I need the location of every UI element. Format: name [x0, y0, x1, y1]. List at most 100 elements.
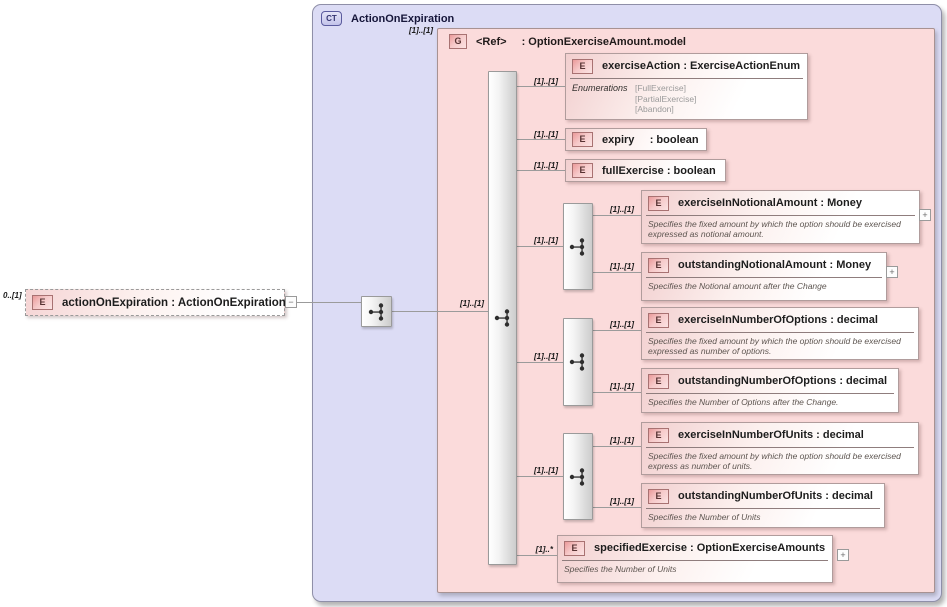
cardinality-options-group: [1]..[1]	[534, 352, 558, 361]
sequence-icon	[569, 353, 585, 371]
element-label: exerciseInNumberOfUnits : decimal	[678, 429, 864, 441]
enumerations-label: Enumerations	[572, 83, 628, 93]
element-fullExercise[interactable]: E fullExercise : boolean	[565, 159, 726, 182]
expand-button-outstandingNotionalAmount[interactable]: +	[886, 266, 898, 278]
cardinality-exerciseAction: [1]..[1]	[534, 77, 558, 86]
element-annotation: Specifies the fixed amount by which the …	[648, 451, 901, 471]
group-badge-icon: G	[449, 34, 467, 49]
element-badge-icon: E	[564, 540, 585, 556]
sequence-icon	[368, 302, 383, 321]
connector-line	[593, 446, 641, 447]
element-outstandingNumberOfUnits[interactable]: E outstandingNumberOfUnits : decimal Spe…	[641, 483, 885, 528]
connector-line	[517, 86, 565, 87]
cardinality-root: 0..[1]	[3, 291, 22, 300]
element-exerciseInNumberOfOptions[interactable]: E exerciseInNumberOfOptions : decimal Sp…	[641, 307, 919, 360]
divider	[646, 277, 882, 278]
enumeration-value: [PartialExercise]	[635, 93, 697, 104]
connector-line	[517, 170, 565, 171]
divider	[646, 393, 894, 394]
cardinality-outstandingNumberOfOptions: [1]..[1]	[610, 382, 634, 391]
element-specifiedExercise[interactable]: E specifiedExercise : OptionExerciseAmou…	[557, 535, 833, 583]
element-badge-icon: E	[648, 312, 669, 328]
connector-line	[593, 330, 641, 331]
complex-type-title: ActionOnExpiration	[351, 12, 455, 25]
cardinality-group-ref: [1]..[1]	[409, 26, 433, 35]
element-badge-icon: E	[32, 295, 53, 310]
element-annotation: Specifies the fixed amount by which the …	[648, 336, 901, 356]
element-badge-icon: E	[648, 195, 669, 211]
connector-line	[593, 215, 641, 216]
connector-line	[593, 392, 641, 393]
cardinality-main-sequence: [1]..[1]	[460, 299, 484, 308]
element-label: exerciseAction : ExerciseActionEnum	[602, 60, 801, 72]
connector-line	[517, 476, 563, 477]
group-ref-header: G <Ref> : OptionExerciseAmount.model	[449, 34, 686, 49]
element-label: expiry : boolean	[602, 133, 699, 146]
connector-line	[593, 507, 641, 508]
divider	[562, 560, 828, 561]
element-label: actionOnExpiration : ActionOnExpiration	[62, 296, 286, 309]
cardinality-exerciseInNumberOfOptions: [1]..[1]	[610, 320, 634, 329]
element-exerciseInNumberOfUnits[interactable]: E exerciseInNumberOfUnits : decimal Spec…	[641, 422, 919, 475]
enumeration-values: [FullExercise] [PartialExercise] [Abando…	[635, 83, 696, 115]
cardinality-exerciseInNotionalAmount: [1]..[1]	[610, 205, 634, 214]
sequence-icon	[569, 467, 585, 486]
sequence-icon	[569, 237, 585, 256]
sequence-bar-options[interactable]	[563, 318, 593, 406]
cardinality-exerciseInNumberOfUnits: [1]..[1]	[610, 436, 634, 445]
cardinality-notional-group: [1]..[1]	[534, 236, 558, 245]
element-label: fullExercise : boolean	[602, 164, 716, 177]
connector-line	[392, 311, 488, 312]
element-annotation: Specifies the Number of Units	[564, 564, 677, 574]
element-label: exerciseInNotionalAmount : Money	[678, 197, 862, 209]
element-expiry[interactable]: E expiry : boolean	[565, 128, 707, 151]
element-actionOnExpiration[interactable]: E actionOnExpiration : ActionOnExpiratio…	[25, 289, 286, 316]
element-badge-icon: E	[648, 427, 669, 443]
group-ref-name: <Ref>	[476, 35, 507, 48]
cardinality-outstandingNotionalAmount: [1]..[1]	[610, 262, 634, 271]
complex-type-header: CT ActionOnExpiration	[321, 11, 454, 26]
element-exerciseInNotionalAmount[interactable]: E exerciseInNotionalAmount : Money Speci…	[641, 190, 920, 244]
element-badge-icon: E	[572, 132, 593, 147]
cardinality-units-group: [1]..[1]	[534, 466, 558, 475]
element-annotation: Specifies the Notional amount after the …	[648, 281, 827, 291]
sequence-bar-main[interactable]	[488, 71, 517, 565]
sequence-bar-notional[interactable]	[563, 203, 593, 290]
connector-line	[297, 302, 361, 303]
enumeration-value: [Abandon]	[635, 104, 674, 114]
connector-line	[593, 272, 641, 273]
sequence-connector-root[interactable]	[361, 296, 392, 327]
element-outstandingNotionalAmount[interactable]: E outstandingNotionalAmount : Money Spec…	[641, 252, 887, 301]
expand-button-exerciseInNotionalAmount[interactable]: +	[919, 209, 931, 221]
group-ref-type: : OptionExerciseAmount.model	[521, 35, 686, 48]
collapse-button[interactable]: −	[285, 296, 297, 308]
element-annotation: Specifies the fixed amount by which the …	[648, 219, 901, 239]
expand-button-specifiedExercise[interactable]: +	[837, 549, 849, 561]
element-badge-icon: E	[648, 488, 669, 504]
element-annotation: Specifies the Number of Options after th…	[648, 397, 839, 407]
complex-type-badge-icon: CT	[321, 11, 342, 26]
cardinality-outstandingNumberOfUnits: [1]..[1]	[610, 497, 634, 506]
element-outstandingNumberOfOptions[interactable]: E outstandingNumberOfOptions : decimal S…	[641, 368, 899, 413]
sequence-icon	[494, 309, 509, 327]
divider	[646, 508, 880, 509]
cardinality-fullExercise: [1]..[1]	[534, 161, 558, 170]
element-label: outstandingNotionalAmount : Money	[678, 259, 872, 271]
divider	[646, 215, 915, 216]
divider	[646, 332, 914, 333]
divider	[570, 78, 803, 79]
element-annotation: Specifies the Number of Units	[648, 512, 761, 522]
element-label: outstandingNumberOfOptions : decimal	[678, 375, 888, 387]
element-label: specifiedExercise : OptionExerciseAmount…	[594, 542, 826, 554]
connector-line	[517, 555, 557, 556]
element-badge-icon: E	[572, 58, 593, 74]
cardinality-specifiedExercise: [1]..*	[535, 545, 553, 554]
element-badge-icon: E	[648, 373, 669, 389]
enumeration-value: [FullExercise]	[635, 83, 687, 93]
element-exerciseAction[interactable]: E exerciseAction : ExerciseActionEnum En…	[565, 53, 808, 120]
connector-line	[517, 246, 563, 247]
connector-line	[517, 362, 563, 363]
sequence-bar-units[interactable]	[563, 433, 593, 520]
element-badge-icon: E	[572, 163, 593, 178]
connector-line	[517, 139, 565, 140]
